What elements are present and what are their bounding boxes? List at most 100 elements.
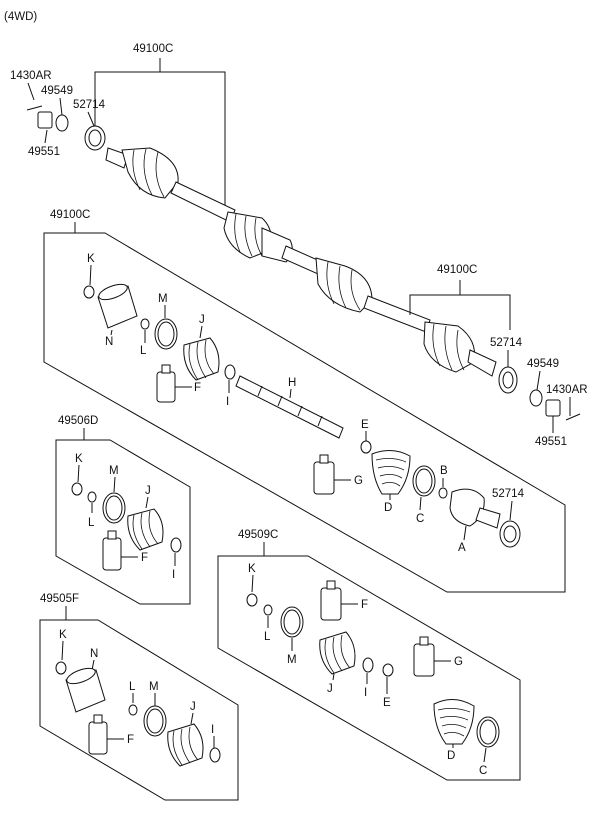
- right-washer-code: 49549: [527, 358, 559, 370]
- kit-c-clamp-k: [246, 593, 258, 607]
- kit-main-clamp-k: [83, 285, 95, 299]
- right-ring-code: 52714: [490, 337, 523, 349]
- kit-d-letter-j: J: [145, 485, 151, 497]
- right-bolt-code: 1430AR: [546, 384, 588, 396]
- kit-c-letter-c: C: [479, 765, 487, 777]
- right-assembly-code: 49100C: [437, 264, 477, 276]
- kit-f-letter-l: L: [129, 681, 136, 693]
- kit-c-ring-e: [382, 663, 394, 677]
- right-shaft-bar: [363, 295, 431, 333]
- kit-main-letter-b: B: [440, 465, 448, 477]
- right-washer: [529, 389, 543, 407]
- kit-d-letter-m: M: [109, 465, 119, 477]
- kit-c-letter-l: L: [264, 631, 271, 643]
- kit-main-clamp-c: [412, 465, 436, 497]
- left-bolt: [26, 105, 43, 111]
- right-nut: [545, 399, 561, 417]
- left-ring-code: 52714: [73, 99, 106, 111]
- kit-c-ring-l: [263, 604, 273, 616]
- left-ring-52714: [84, 125, 106, 151]
- kit-d-group: 49506D K L M J F I: [55, 415, 191, 605]
- right-ring-52714: [498, 366, 518, 394]
- kit-main-letter-f: F: [194, 382, 201, 394]
- kit-f-clamp-k: [55, 661, 67, 675]
- kit-d-letter-i: I: [172, 569, 175, 581]
- kit-f-panel: [39, 619, 239, 801]
- kit-main-clamp-m: [154, 318, 178, 350]
- kit-d-letter-f: F: [141, 552, 148, 564]
- right-bolt: [565, 413, 581, 421]
- kit-c-panel: [217, 555, 521, 781]
- kit-c-letter-g: G: [454, 656, 463, 668]
- kit-main-ring-b: [438, 487, 448, 499]
- kit-d-letter-l: L: [88, 517, 95, 529]
- kit-main-shaft-h: [235, 375, 344, 439]
- kit-main-group: 49100C K N L M J F I H: [43, 209, 566, 593]
- kit-main-boot-d: [371, 450, 411, 495]
- kit-main-joint-a-stub: [475, 507, 501, 529]
- kit-f-letter-i: I: [211, 724, 214, 736]
- kit-d-panel: [55, 439, 191, 605]
- kit-main-letter-c: C: [416, 513, 424, 525]
- left-bolt-code: 1430AR: [10, 70, 52, 82]
- kit-d-clamp-m: [102, 492, 126, 524]
- kit-main-letter-l: L: [140, 345, 147, 357]
- kit-d-letter-k: K: [75, 453, 83, 465]
- kit-f-letter-f: F: [127, 734, 134, 746]
- right-outer-boot: [423, 321, 476, 373]
- kit-main-letter-h: H: [288, 377, 296, 389]
- kit-main-grease-g: [313, 461, 335, 495]
- kit-main-letter-n: N: [105, 336, 113, 348]
- kit-f-ring-l: [128, 704, 138, 716]
- kit-main-panel: [43, 232, 566, 593]
- kit-f-letter-m: M: [149, 681, 159, 693]
- kit-f-code: 49505F: [40, 593, 79, 605]
- left-outer-boot: [121, 147, 179, 199]
- kit-d-ring-l: [87, 491, 97, 503]
- kit-f-letter-n: N: [90, 648, 98, 660]
- left-nut-code: 49551: [28, 146, 60, 158]
- kit-c-letter-d: D: [447, 750, 455, 762]
- kit-main-letter-a: A: [458, 542, 466, 554]
- kit-c-clamp-m: [280, 606, 304, 638]
- kit-c-letter-e: E: [383, 697, 391, 709]
- kit-main-letter-j: J: [199, 314, 205, 326]
- left-washer-code: 49549: [41, 85, 73, 97]
- kit-c-letter-m: M: [287, 654, 297, 666]
- left-nut: [37, 111, 53, 129]
- right-nut-code: 49551: [535, 436, 567, 448]
- kit-main-letter-k: K: [87, 253, 95, 265]
- left-washer: [55, 114, 69, 132]
- kit-main-ring-l: [140, 318, 150, 330]
- kit-main-letter-i: I: [226, 396, 229, 408]
- kit-f-grease-f: [88, 721, 108, 755]
- main-assembly-code: 49100C: [133, 43, 173, 55]
- kit-main-ring-code: 52714: [492, 488, 525, 500]
- kit-c-grease-g: [413, 643, 435, 677]
- kit-main-letter-m: M: [158, 293, 168, 305]
- kit-f-clamp-m: [143, 705, 167, 737]
- kit-main-grease-f: [156, 371, 176, 403]
- kit-main-ring-e: [360, 440, 372, 454]
- kit-f-ring-i: [209, 747, 221, 763]
- kit-main-letter-g: G: [354, 475, 363, 487]
- kit-c-boot-d: [433, 699, 475, 745]
- kit-c-group: 49509C K L M F J I E G D: [217, 529, 521, 781]
- kit-f-group: 49505F K N L M J F I: [39, 593, 239, 801]
- kit-c-letter-j: J: [327, 683, 333, 695]
- kit-d-clamp-k: [71, 482, 83, 496]
- kit-f-letter-j: J: [190, 701, 196, 713]
- kit-main-ring-52714: [499, 520, 521, 548]
- kit-c-clamp-c: [476, 716, 500, 748]
- left-spline-stub: [105, 147, 129, 169]
- kit-d-code: 49506D: [58, 415, 98, 427]
- kit-d-grease-f: [102, 537, 122, 571]
- kit-main-code: 49100C: [50, 209, 90, 221]
- kit-c-letter-f: F: [361, 599, 368, 611]
- main-shaft-group: 49100C 1430AR 49549 52714 49551: [10, 43, 588, 448]
- kit-c-grease-f: [320, 587, 342, 621]
- kit-c-code: 49509C: [238, 529, 278, 541]
- kit-f-letter-k: K: [59, 629, 67, 641]
